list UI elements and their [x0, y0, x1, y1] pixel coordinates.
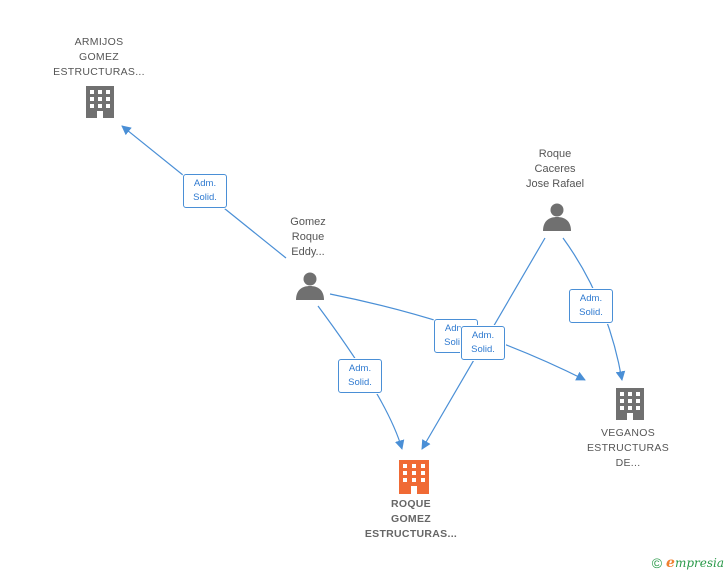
node-label-line: Caceres	[534, 163, 576, 175]
node-label-line: Gomez	[290, 216, 326, 228]
brand-watermark: © empresia	[652, 555, 724, 571]
node-label-roque-gomez[interactable]: ROQUE GOMEZ ESTRUCTURAS...	[341, 497, 481, 542]
relation-label-gomez-roque-gomez[interactable]: Adm. Solid.	[338, 359, 382, 393]
person-icon[interactable]	[543, 203, 571, 232]
node-label-gomez[interactable]: Gomez Roque Eddy...	[238, 215, 378, 260]
brand-logo-text: mpresia	[674, 556, 724, 570]
node-label-line: VEGANOS	[600, 427, 656, 439]
node-label-line: DE...	[615, 457, 641, 469]
relation-label-line: Adm.	[471, 330, 495, 341]
copyright-symbol: ©	[651, 555, 663, 571]
node-label-line: GOMEZ	[391, 513, 431, 525]
node-label-line: Roque	[291, 231, 325, 243]
node-label-line: GOMEZ	[79, 51, 119, 63]
node-label-roque-caceres[interactable]: Roque Caceres Jose Rafael	[485, 147, 625, 192]
relation-label-line: Solid.	[348, 377, 372, 388]
node-label-line: Jose Rafael	[525, 178, 585, 190]
relation-label-line: Solid.	[471, 344, 495, 355]
building-icon[interactable]	[616, 388, 644, 420]
relation-label-line: Adm.	[444, 323, 468, 334]
relation-label-line: Solid.	[579, 307, 603, 318]
node-label-line: ROQUE	[390, 498, 431, 510]
node-label-veganos[interactable]: VEGANOS ESTRUCTURAS DE...	[558, 426, 698, 471]
relation-label-line: Adm.	[579, 293, 603, 304]
relation-label-caceres-veganos[interactable]: Adm. Solid.	[569, 289, 613, 323]
relation-label-line: Solid.	[193, 192, 217, 203]
brand-logo-initial: e	[666, 555, 675, 571]
node-label-line: Eddy...	[291, 246, 325, 258]
building-icon[interactable]	[399, 460, 429, 494]
relation-label-line: Adm.	[348, 363, 372, 374]
node-label-line: ESTRUCTURAS...	[364, 528, 458, 540]
node-label-line: ESTRUCTURAS...	[53, 66, 145, 78]
relation-label-gomez-armijos[interactable]: Adm. Solid.	[183, 174, 227, 208]
relation-label-line: Solid.	[444, 337, 468, 348]
node-label-line: ESTRUCTURAS	[586, 442, 670, 454]
relation-label-line: Adm.	[193, 178, 217, 189]
person-icon[interactable]	[296, 272, 324, 301]
node-label-line: Roque	[538, 148, 572, 160]
building-icon[interactable]	[86, 86, 114, 118]
node-label-armijos[interactable]: ARMIJOS GOMEZ ESTRUCTURAS...	[29, 35, 169, 80]
node-label-line: ARMIJOS	[74, 36, 124, 48]
relation-label-caceres-roque-gomez[interactable]: Adm. Solid.	[461, 326, 505, 360]
brand-logo: empresia	[666, 555, 724, 571]
